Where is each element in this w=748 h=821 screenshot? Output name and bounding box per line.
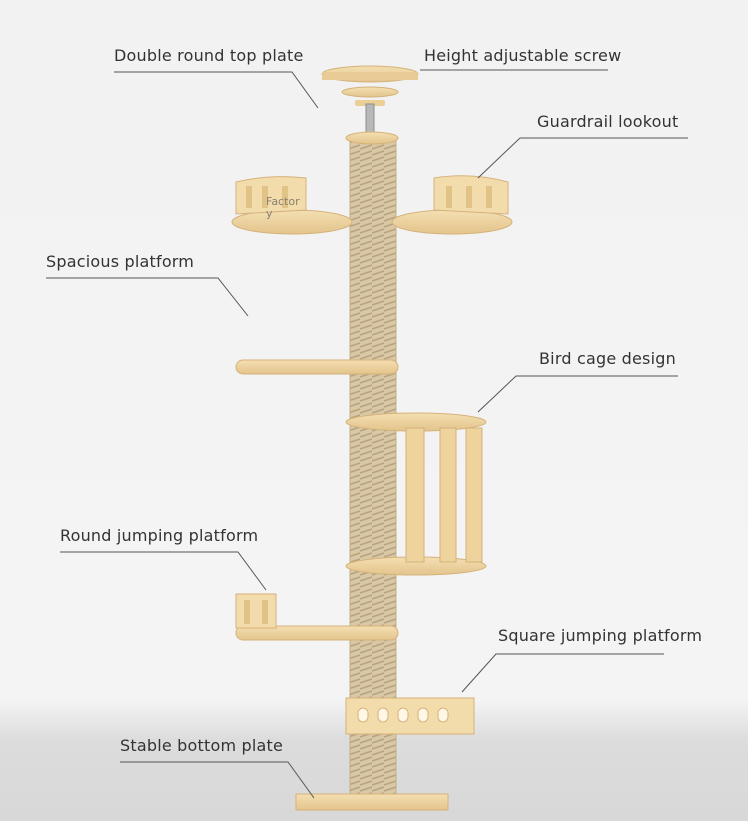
round-jumping-platform bbox=[235, 593, 399, 641]
guardrail-lookout bbox=[231, 175, 513, 235]
label-square-jumping-platform: Square jumping platform bbox=[498, 626, 703, 645]
label-double-round-top-plate: Double round top plate bbox=[114, 46, 304, 65]
label-guardrail-lookout: Guardrail lookout bbox=[537, 112, 679, 131]
bird-cage bbox=[345, 412, 487, 576]
square-jumping-platform bbox=[345, 697, 475, 735]
stable-bottom-plate bbox=[295, 793, 449, 811]
label-height-adjustable-screw: Height adjustable screw bbox=[424, 46, 622, 65]
label-round-jumping-platform: Round jumping platform bbox=[60, 526, 259, 545]
watermark: Factor y bbox=[266, 195, 300, 220]
double-round-top-plate bbox=[321, 65, 419, 106]
leader-lines bbox=[46, 69, 688, 799]
label-bird-cage-design: Bird cage design bbox=[539, 349, 676, 368]
label-spacious-platform: Spacious platform bbox=[46, 252, 195, 271]
spacious-platform bbox=[235, 359, 399, 375]
label-stable-bottom-plate: Stable bottom plate bbox=[120, 736, 284, 755]
sisal-post bbox=[349, 139, 397, 801]
